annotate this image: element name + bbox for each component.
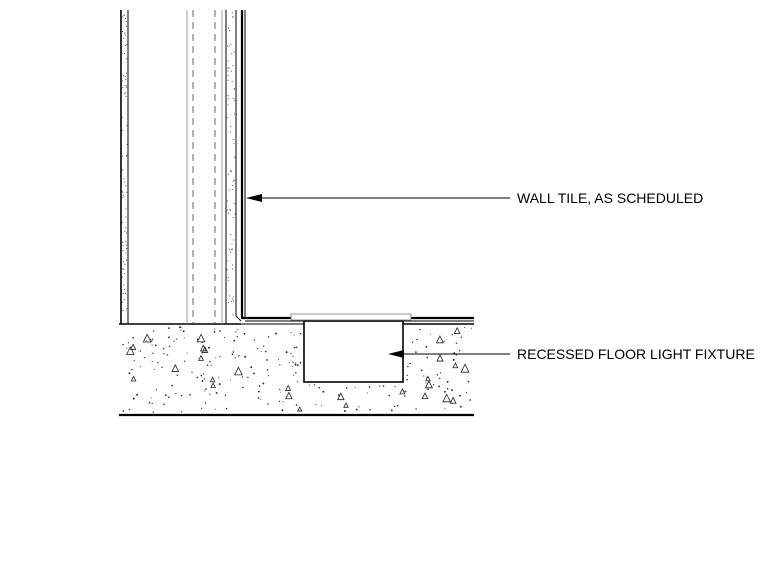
concrete-slab-stipple — [122, 326, 473, 413]
recessed-floor-light-fixture — [290, 313, 412, 383]
concrete-slab — [119, 323, 474, 417]
wall-stipple — [121, 12, 236, 316]
wall-tile-note: WALL TILE, AS SCHEDULED — [517, 190, 703, 206]
wall-assembly — [120, 10, 246, 324]
wall-tile-leader — [246, 194, 510, 202]
floor-light-note: RECESSED FLOOR LIGHT FIXTURE — [517, 346, 755, 362]
floor-light-leader — [388, 350, 510, 358]
